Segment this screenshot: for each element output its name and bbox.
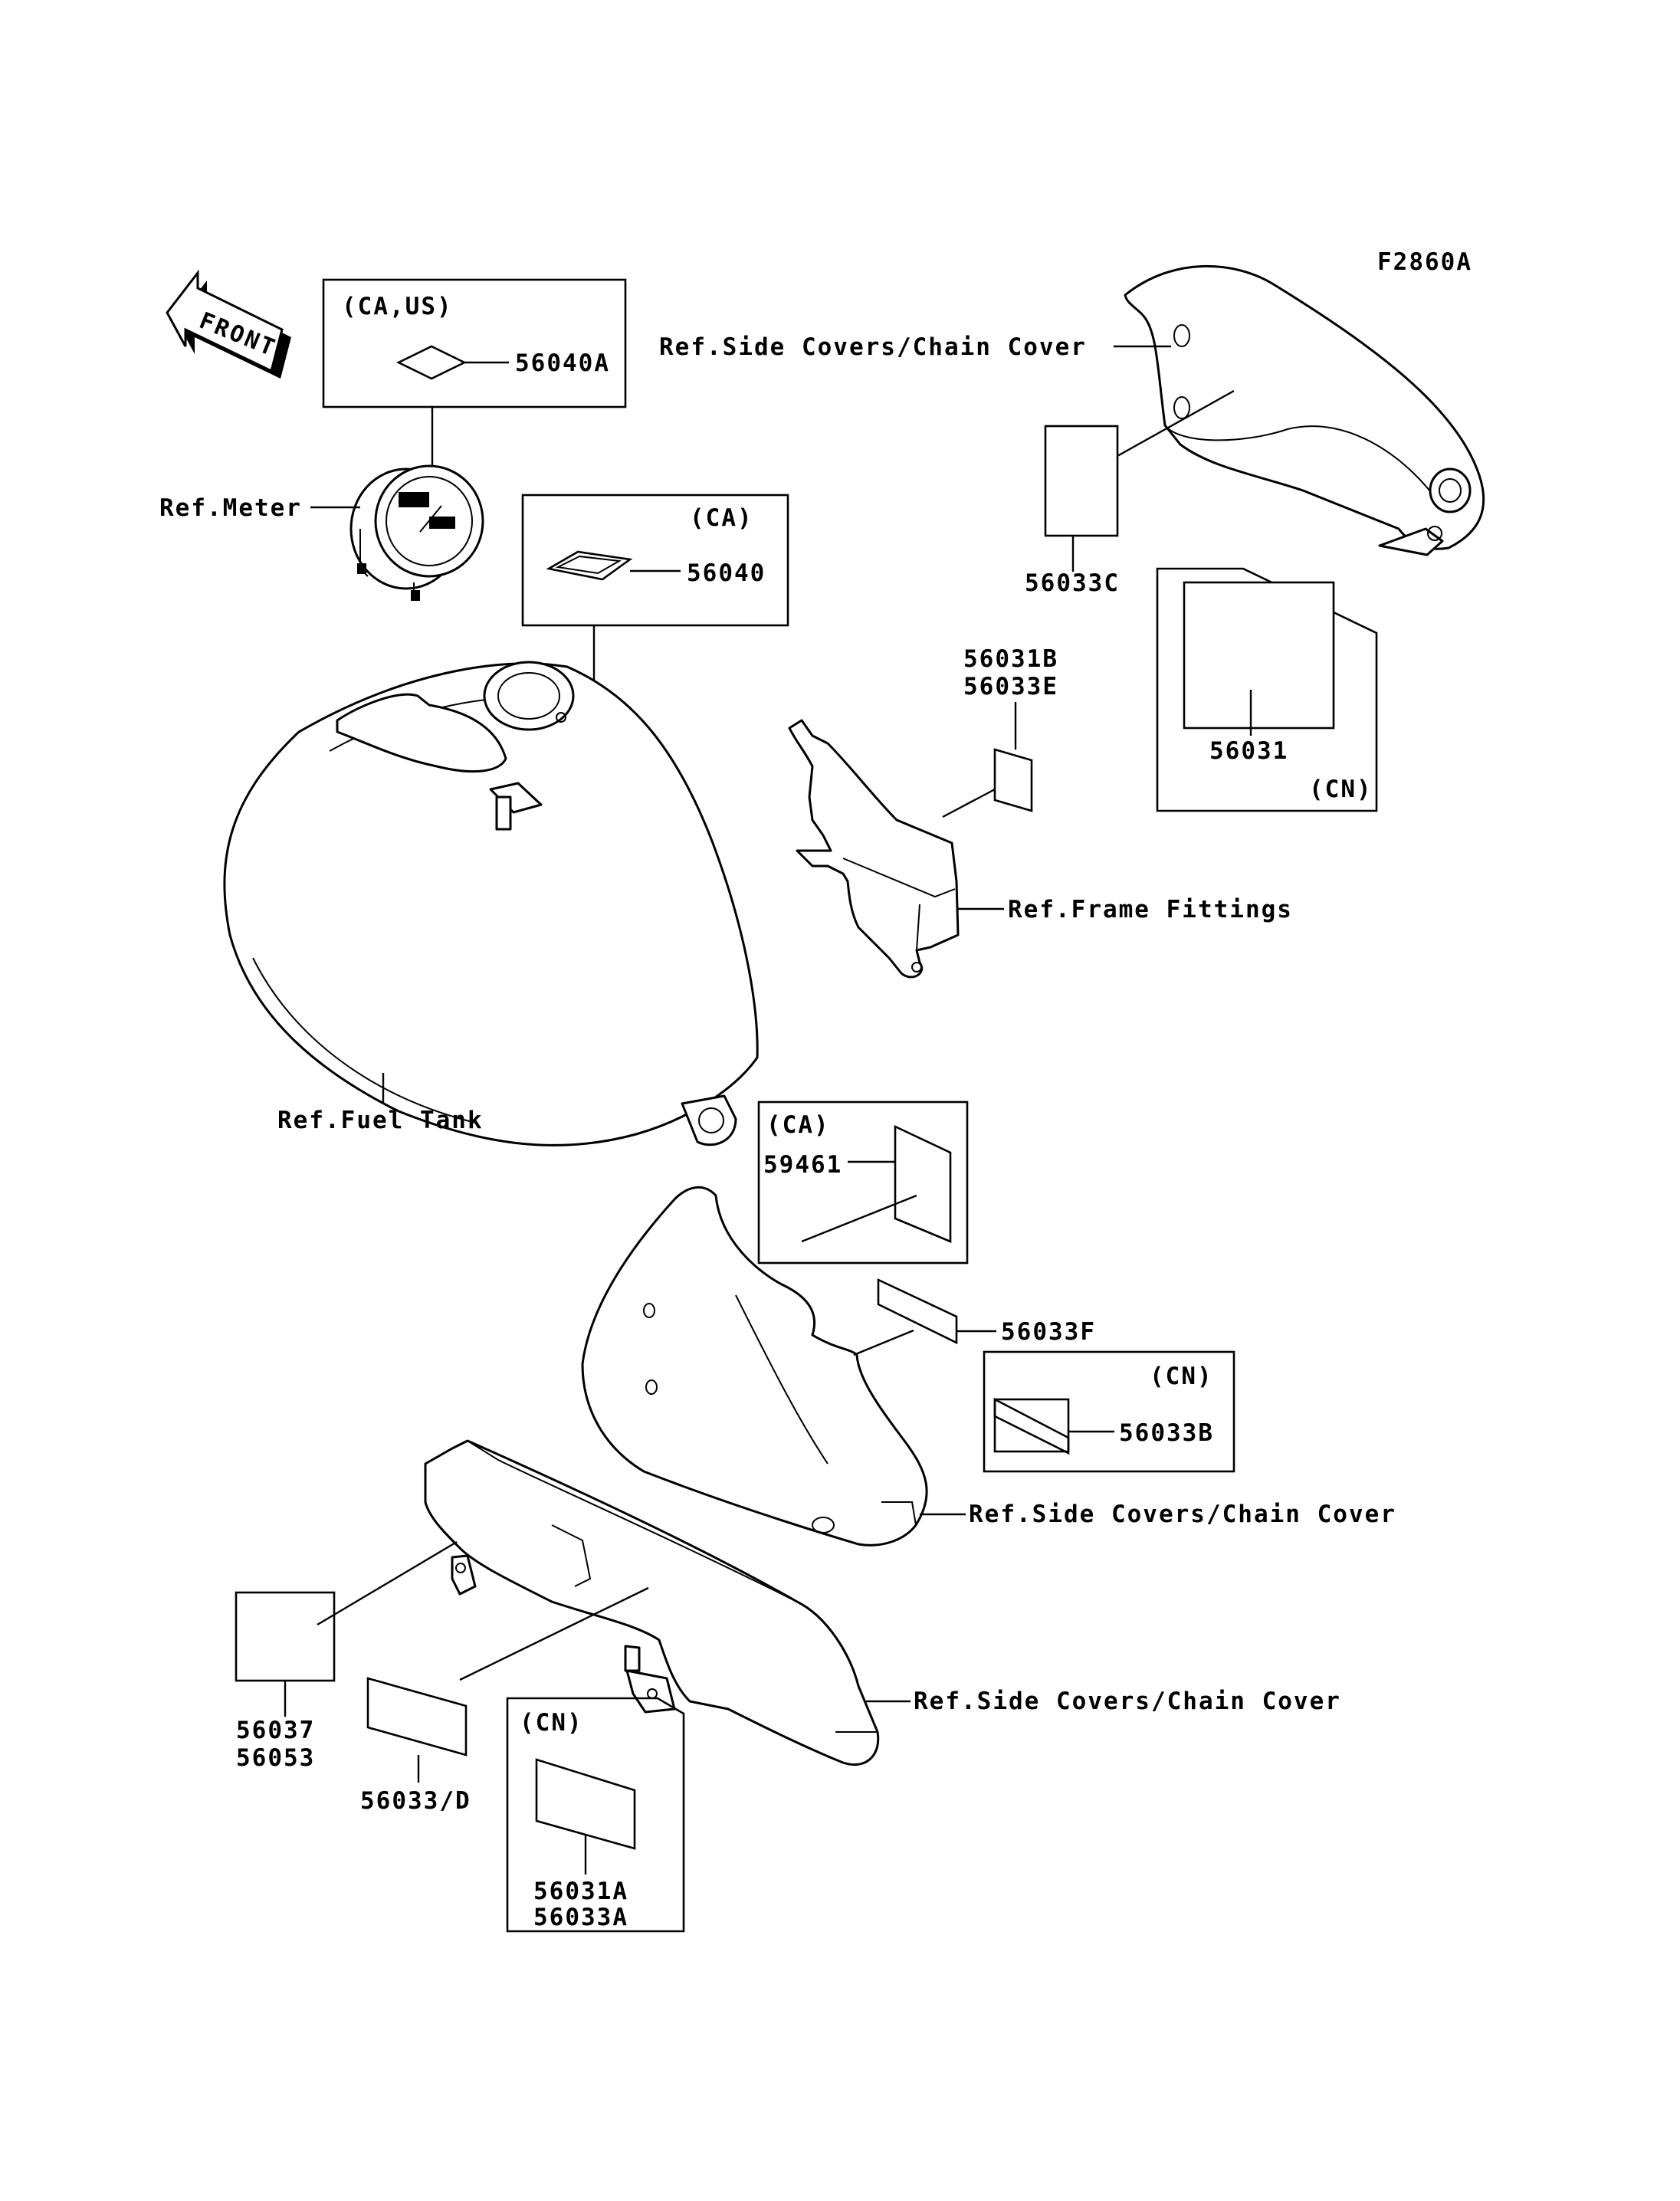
- part-56031A: 56031A: [533, 1878, 628, 1905]
- part-56033E: 56033E: [963, 673, 1058, 700]
- label-56033D: [366, 1677, 468, 1757]
- variant-box-ca-us: [322, 278, 627, 408]
- label-56037-56053: [235, 1591, 336, 1682]
- variant-label-cn-bottom: (CN): [520, 1709, 583, 1737]
- front-arrow-icon: FRONT: [166, 269, 291, 379]
- variant-box-ca-side: [757, 1100, 969, 1265]
- label-56040A: [396, 345, 467, 380]
- chain-cover-illustration: [424, 1439, 880, 1766]
- fuel-tank-illustration: [223, 661, 759, 1146]
- frame-fitting-illustration: [788, 719, 960, 979]
- part-59461: 59461: [763, 1151, 842, 1179]
- ref-meter: Ref.Meter: [159, 494, 302, 522]
- meter-illustration: [349, 464, 484, 601]
- label-56031: [1183, 581, 1335, 730]
- variant-label-ca-meter: (CA): [690, 504, 753, 532]
- side-cover-mid-illustration: [581, 1186, 928, 1547]
- variant-label-cn-mid: (CN): [1150, 1363, 1213, 1390]
- label-56031A-56033A: [535, 1758, 636, 1850]
- label-56031B-56033E: [993, 748, 1033, 812]
- part-56031B: 56031B: [963, 645, 1058, 673]
- part-56033F: 56033F: [1001, 1318, 1096, 1346]
- part-56033C: 56033C: [1025, 569, 1120, 597]
- variant-label-ca-us: (CA,US): [342, 293, 453, 320]
- ref-side-covers-bottom: Ref.Side Covers/Chain Cover: [914, 1688, 1341, 1715]
- part-56037: 56037: [236, 1717, 315, 1744]
- part-56031: 56031: [1209, 737, 1288, 765]
- part-56033B: 56033B: [1119, 1419, 1214, 1447]
- variant-box-ca-meter: [521, 494, 789, 627]
- part-56053: 56053: [236, 1744, 315, 1772]
- ref-side-covers-top: Ref.Side Covers/Chain Cover: [659, 333, 1087, 361]
- label-56033B: [993, 1397, 1070, 1455]
- label-59461: [894, 1124, 952, 1243]
- variant-label-ca-side: (CA): [766, 1111, 830, 1139]
- variant-box-cn-bottom: [506, 1697, 685, 1933]
- label-56040: [546, 550, 633, 581]
- part-56040: 56040: [687, 559, 766, 587]
- figure-code: F2860A: [1377, 248, 1472, 276]
- variant-box-cn-top: [1156, 567, 1378, 812]
- variant-box-cn-mid: [983, 1350, 1235, 1473]
- side-cover-top-illustration: [1124, 264, 1485, 556]
- part-56033A: 56033A: [533, 1904, 628, 1931]
- label-56033C: [1044, 425, 1119, 537]
- ref-fuel-tank: Ref.Fuel Tank: [277, 1107, 484, 1134]
- part-56033D: 56033/D: [360, 1787, 471, 1815]
- variant-label-cn-top: (CN): [1309, 776, 1373, 803]
- part-56040A: 56040A: [515, 349, 610, 377]
- ref-side-covers-mid: Ref.Side Covers/Chain Cover: [969, 1501, 1396, 1528]
- label-56033F: [877, 1278, 958, 1345]
- ref-frame-fittings: Ref.Frame Fittings: [1008, 896, 1293, 923]
